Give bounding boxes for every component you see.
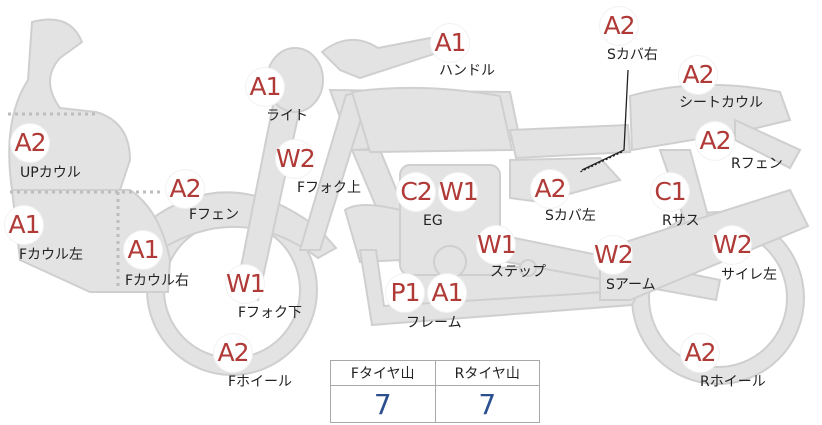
seat-cowl-shape bbox=[628, 83, 792, 152]
grade-badge-light: A1 bbox=[246, 68, 284, 106]
grade-badge-s-cover-left: A2 bbox=[531, 170, 569, 208]
rear-fender-shape bbox=[734, 118, 802, 170]
grade-badge-silencer-left: W2 bbox=[713, 226, 753, 264]
handlebar-shape bbox=[320, 36, 442, 80]
part-label-handle: ハンドル bbox=[439, 63, 495, 79]
rear-tire-header: Rタイヤ山 bbox=[434, 360, 540, 386]
grade-badge-handle: A1 bbox=[431, 24, 469, 62]
part-label-f-fender: Fフェン bbox=[189, 207, 240, 223]
grade-badge-s-cover-right: A2 bbox=[600, 7, 638, 45]
part-label-s-arm: Sアーム bbox=[606, 277, 656, 293]
part-label-r-suspension: Rサス bbox=[662, 213, 700, 229]
part-label-r-wheel: Rホイール bbox=[700, 374, 766, 390]
grade-badge-step: W1 bbox=[477, 226, 517, 264]
grade-badge-f-fork-lower: W1 bbox=[226, 265, 266, 303]
front-cowl-shape bbox=[10, 189, 172, 293]
grade-badge-f-wheel: A2 bbox=[214, 334, 252, 372]
grade-badge-up-cowl: A2 bbox=[11, 124, 49, 162]
grade-badge-r-fender: A2 bbox=[696, 122, 734, 160]
grade-badge-f-fender: A2 bbox=[166, 170, 204, 208]
tire-table-value-row: 7 7 bbox=[330, 385, 540, 423]
part-label-frame: フレーム bbox=[406, 315, 462, 331]
part-label-f-fork-lower: Fフォク下 bbox=[238, 305, 303, 321]
side-cover-right-shape bbox=[508, 123, 632, 160]
part-label-r-fender: Rフェン bbox=[731, 156, 783, 172]
grade-badge-s-arm: W2 bbox=[594, 236, 634, 274]
grade-badge-engine-c2: C2 bbox=[397, 173, 435, 211]
tank-shape bbox=[350, 86, 514, 154]
grade-badge-frame-p1: P1 bbox=[386, 274, 424, 312]
grade-badge-engine-w1: W1 bbox=[439, 173, 479, 211]
step-shape bbox=[433, 245, 467, 279]
grade-badge-frame-a1: A1 bbox=[428, 274, 466, 312]
tire-table-header-row: Fタイヤ山 Rタイヤ山 bbox=[330, 360, 540, 386]
part-label-seat-cowl: シートカウル bbox=[679, 95, 763, 111]
part-label-f-fork-upper: Fフォク上 bbox=[297, 180, 362, 196]
part-label-f-wheel: Fホイール bbox=[228, 374, 293, 390]
part-label-step: ステップ bbox=[490, 264, 546, 280]
part-label-s-cover-left: Sカバ左 bbox=[545, 208, 596, 224]
rear-tire-value: 7 bbox=[434, 385, 540, 423]
part-label-f-cowl-left: Fカウル左 bbox=[19, 247, 84, 263]
part-label-f-cowl-right: Fカウル右 bbox=[125, 273, 190, 289]
leader-line bbox=[581, 69, 629, 171]
grade-badge-r-wheel: A2 bbox=[681, 334, 719, 372]
grade-badge-f-fork-upper: W2 bbox=[276, 140, 316, 178]
grade-badge-f-cowl-left: A1 bbox=[5, 206, 43, 244]
part-label-s-cover-right: Sカバ右 bbox=[607, 47, 658, 63]
tire-tread-table: Fタイヤ山 Rタイヤ山 7 7 bbox=[330, 360, 540, 423]
front-tire-value: 7 bbox=[330, 385, 436, 423]
part-label-up-cowl: UPカウル bbox=[20, 165, 81, 181]
part-label-light: ライト bbox=[266, 108, 308, 124]
grade-badge-seat-cowl: A2 bbox=[679, 56, 717, 94]
silencer-shape bbox=[599, 188, 810, 301]
part-label-silencer-left: サイレ左 bbox=[721, 267, 777, 283]
grade-badge-r-suspension: C1 bbox=[651, 173, 689, 211]
front-tire-header: Fタイヤ山 bbox=[330, 360, 436, 386]
grade-badge-f-cowl-right: A1 bbox=[124, 231, 162, 269]
front-fender-shape bbox=[148, 191, 338, 260]
part-label-engine: EG bbox=[423, 213, 443, 229]
